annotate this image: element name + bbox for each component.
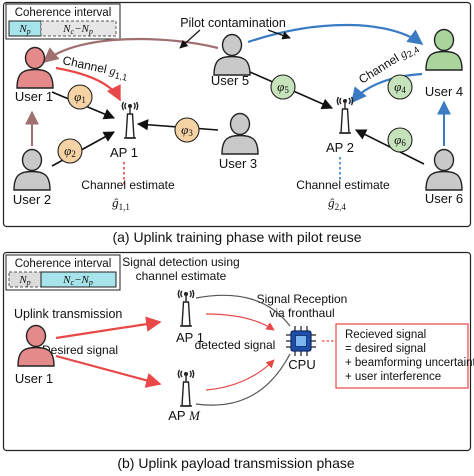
channel-g24-label: Channel g2,4: [356, 39, 421, 88]
np-label-b: Np: [18, 274, 30, 287]
desired-signal-label: Desired signal: [42, 343, 118, 357]
uplink-transmission-label: Uplink transmission: [14, 307, 122, 321]
cpu-label: CPU: [288, 357, 315, 372]
desired-signal-arrow-apM: [55, 354, 162, 388]
data-label-a: Nc−Np: [62, 23, 93, 36]
user1-icon: [16, 46, 54, 89]
desired-signal-arrow-ap1: [55, 316, 162, 340]
signal-reception-line1: Signal Reception: [257, 292, 348, 306]
detected-signal-arrow-apM: [205, 359, 275, 391]
user6-icon: [425, 148, 463, 191]
detected-signal-label: detected signal: [195, 338, 276, 352]
received-line1: Recieved signal: [345, 329, 426, 341]
channel-estimate-label-ap2: Channel estimate: [296, 178, 390, 192]
user4-icon: [425, 28, 463, 71]
pilot-contamination-arrow-left: [42, 37, 219, 63]
received-line2: = desired signal: [345, 343, 426, 355]
ap1-antenna-icon: [121, 101, 139, 139]
fronthaul-ap1: [195, 294, 291, 327]
signal-detection-line1: Signal detection using: [122, 255, 239, 269]
received-line4: + user interference: [345, 371, 441, 383]
ap1-b-antenna-icon: [177, 289, 195, 327]
caption-a: (a) Uplink training phase with pilot reu…: [112, 229, 361, 245]
data-label-b: Nc−Np: [62, 274, 93, 287]
channel-g11-curve: [55, 66, 121, 102]
pilot-contamination-pointer-left: [179, 29, 201, 49]
caption-b: (b) Uplink payload transmission phase: [117, 455, 355, 471]
coherence-legend-a: Coherence interval Np Nc−Np: [5, 3, 121, 40]
pilot-phi4: φ4: [387, 74, 413, 100]
user6-label: User 6: [425, 191, 463, 206]
panel-b-frame: [2, 251, 472, 452]
ap2-antenna-icon: [336, 96, 354, 134]
ap1-label: AP 1: [110, 145, 138, 160]
coherence-title-b: Coherence interval: [15, 258, 112, 270]
np-label-a: Np: [18, 23, 30, 36]
channel-g24-curve: [351, 72, 423, 104]
data-segment-b: [40, 271, 117, 288]
detected-signal-arrow-ap1: [205, 313, 275, 331]
pilot-contamination-label: Pilot contamination: [180, 16, 286, 30]
apM-b-label: AP M: [168, 408, 201, 423]
pilot-contamination-arrow-right: [247, 23, 424, 45]
user1-label: User 1: [15, 89, 53, 104]
cpu-chip-icon: [285, 325, 317, 357]
pilot-phi6: φ6: [387, 127, 413, 153]
received-signal-box: Recieved signal = desired signal + beamf…: [335, 323, 474, 389]
user3-icon: [221, 112, 259, 155]
user1-b-label: User 1: [15, 371, 53, 386]
estimate-g24: ĝ2,4: [328, 195, 346, 212]
data-segment-a: [40, 20, 117, 37]
coherence-legend-b: Coherence interval Np Nc−Np: [5, 254, 121, 291]
user2-label: User 2: [13, 192, 51, 207]
user5-label: User 5: [211, 73, 249, 88]
received-line3: + beamforming uncertainty: [345, 357, 474, 369]
svg-text:φ2: φ2: [64, 143, 76, 159]
signal-detection-line2: channel estimate: [136, 269, 227, 283]
user4-label: User 4: [425, 84, 463, 99]
channel-estimate-label-ap1: Channel estimate: [81, 178, 175, 192]
ap2-label: AP 2: [326, 140, 354, 155]
pilot-contamination-pointer-right: [267, 29, 291, 40]
user3-label: User 3: [219, 156, 257, 171]
coherence-title-a: Coherence interval: [15, 7, 112, 19]
fronthaul-apM: [195, 353, 291, 406]
user2-icon: [13, 148, 51, 191]
pilot-phi3: φ3: [174, 117, 200, 143]
ap1-b-label: AP 1: [176, 330, 204, 345]
pilot-phi5: φ5: [270, 74, 296, 100]
signal-reception-line2: via fronthaul: [269, 306, 334, 320]
panel-a-frame: [2, 1, 472, 228]
pilot-phi1: φ1: [67, 84, 93, 110]
pilot-phi2: φ2: [57, 138, 83, 164]
apM-b-antenna-icon: [177, 369, 195, 407]
svg-text:φ1: φ1: [74, 89, 86, 105]
estimate-g11: ĝ1,1: [112, 195, 130, 212]
np-segment-b: [8, 271, 42, 288]
user5-icon: [213, 33, 251, 76]
